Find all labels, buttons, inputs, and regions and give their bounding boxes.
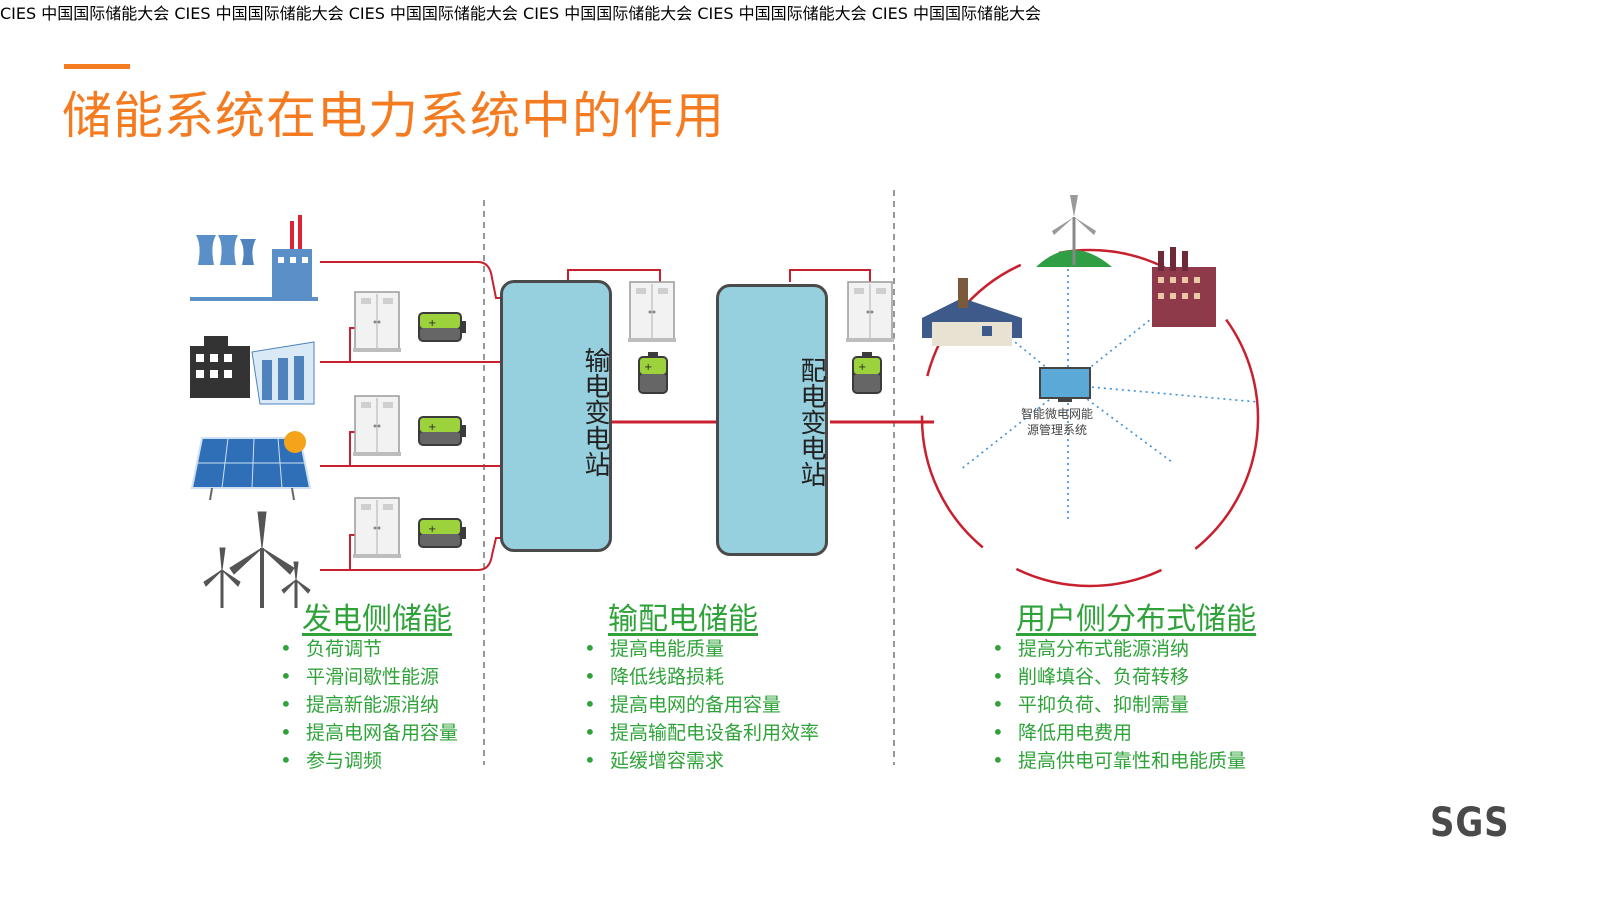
list-item: 平抑负荷、抑制需量 <box>992 690 1246 718</box>
list-item: 负荷调节 <box>280 634 458 662</box>
list-item: 延缓增容需求 <box>584 746 819 774</box>
monitor-icon <box>1039 367 1091 402</box>
solar-panel-icon <box>190 431 312 501</box>
list-item: 提高输配电设备利用效率 <box>584 718 819 746</box>
section-heading-generation: 发电侧储能 <box>302 602 452 637</box>
battery-icon <box>418 312 466 342</box>
section-heading-transmission: 输配电储能 <box>608 602 758 637</box>
list-item: 提高电网的备用容量 <box>584 690 819 718</box>
list-item: 参与调频 <box>280 746 458 774</box>
user-benefits-list: 提高分布式能源消纳 削峰填谷、负荷转移 平抑负荷、抑制需量 降低用电费用 提高供… <box>992 634 1246 774</box>
energy-storage-cabinet-icon <box>352 395 402 457</box>
energy-storage-cabinet-icon <box>352 291 402 353</box>
list-item: 平滑间歇性能源 <box>280 662 458 690</box>
energy-storage-cabinet-icon <box>845 281 895 343</box>
distribution-substation: 配电变电站 <box>716 284 828 556</box>
list-item: 削峰填谷、负荷转移 <box>992 662 1246 690</box>
section-heading-user: 用户侧分布式储能 <box>1016 602 1256 637</box>
hydro-plant-icon <box>190 336 315 405</box>
battery-icon <box>638 352 668 394</box>
list-item: 提高供电可靠性和电能质量 <box>992 746 1246 774</box>
list-item: 提高电网备用容量 <box>280 718 458 746</box>
ems-label: 智能微电网能源管理系统 <box>1020 407 1093 437</box>
transmission-substation-label: 输电变电站 <box>580 347 610 477</box>
wind-turbine-icon <box>203 511 311 608</box>
wind-turbine-icon <box>1036 195 1112 267</box>
transmission-substation: 输电变电站 <box>500 280 612 552</box>
sgs-logo: SGS <box>1430 800 1510 846</box>
page-title: 储能系统在电力系统中的作用 <box>62 87 725 145</box>
generation-benefits-list: 负荷调节 平滑间歇性能源 提高新能源消纳 提高电网备用容量 参与调频 <box>280 634 458 774</box>
energy-storage-cabinet-icon <box>352 497 402 559</box>
title-accent-bar <box>64 64 130 69</box>
battery-icon <box>852 352 882 394</box>
list-item: 提高新能源消纳 <box>280 690 458 718</box>
list-item: 提高电能质量 <box>584 634 819 662</box>
list-item: 提高分布式能源消纳 <box>992 634 1246 662</box>
transmission-benefits-list: 提高电能质量 降低线路损耗 提高电网的备用容量 提高输配电设备利用效率 延缓增容… <box>584 634 819 774</box>
list-item: 降低线路损耗 <box>584 662 819 690</box>
battery-icon <box>418 416 466 446</box>
battery-icon <box>418 518 466 548</box>
distribution-substation-label: 配电变电站 <box>796 357 826 487</box>
factory-icon <box>1152 247 1216 327</box>
sun-icon <box>284 431 306 453</box>
house-icon <box>922 278 1022 346</box>
energy-storage-cabinet-icon <box>627 281 677 343</box>
power-plant-icon <box>190 215 318 301</box>
list-item: 降低用电费用 <box>992 718 1246 746</box>
